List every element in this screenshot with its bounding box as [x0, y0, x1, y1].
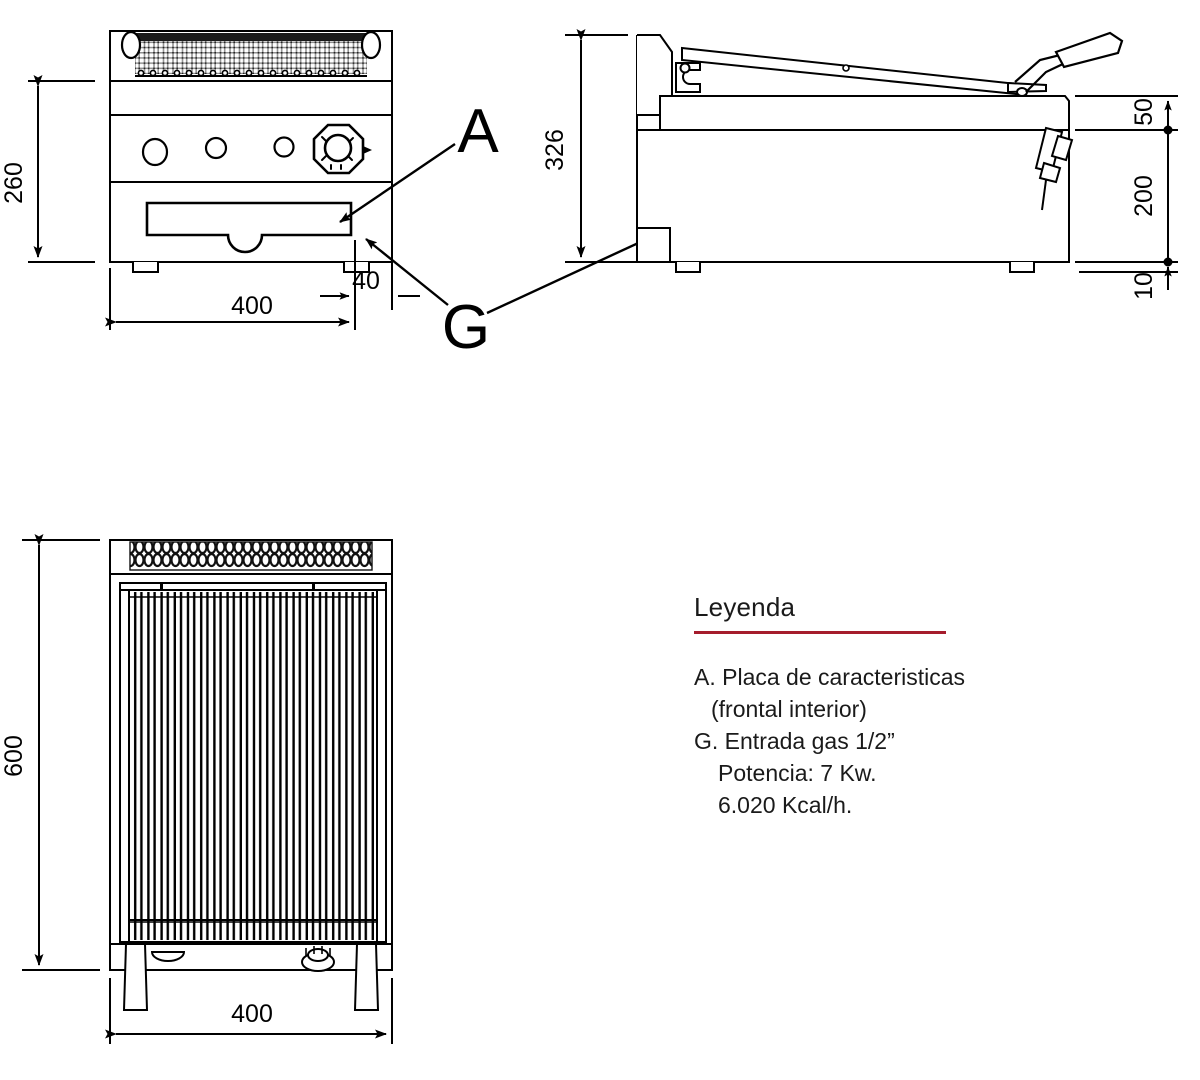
dim-label-200: 200	[1130, 175, 1158, 217]
balloon-g-label: G	[442, 293, 490, 362]
dimension-plan-depth: 600	[0, 534, 100, 971]
front-drip-tray	[145, 201, 353, 254]
dim-label-600: 600	[0, 735, 28, 777]
legend-item-g: G. Entrada gas 1/2”	[694, 728, 895, 754]
front-feet	[132, 262, 370, 273]
dimension-front-offset: 40	[320, 240, 420, 310]
dim-label-326: 326	[541, 129, 569, 171]
front-elevation-view: 260 400 40 A	[0, 30, 663, 362]
dimension-side-ordinates: 50 200 10	[1075, 95, 1178, 300]
front-control-holes	[141, 136, 295, 167]
legend-item-power: Potencia: 7 Kw.	[718, 760, 877, 786]
plan-view: 600 400	[0, 534, 393, 1044]
dimension-front-width: 400	[105, 240, 356, 330]
legend-divider	[694, 631, 946, 634]
legend-item-a: A. Placa de caracteristicas	[694, 664, 966, 690]
balloon-a: A	[339, 97, 499, 223]
dim-label-10: 10	[1130, 272, 1158, 300]
legend-item-kcal: 6.020 Kcal/h.	[718, 792, 853, 818]
dimension-front-height: 260	[0, 75, 95, 263]
side-lid-plate	[681, 46, 1047, 97]
side-hinge-detail	[675, 62, 701, 93]
dim-label-50: 50	[1130, 98, 1158, 126]
plan-burner-coil	[109, 539, 393, 575]
side-elevation-view: 326 50 200 10	[541, 29, 1178, 300]
legend-title: Leyenda	[694, 592, 796, 622]
front-grill-bars	[109, 30, 393, 82]
legend-item-a-sub: (frontal interior)	[711, 696, 867, 722]
dim-label-260: 260	[0, 162, 28, 204]
dim-label-400-plan: 400	[231, 1000, 273, 1028]
balloon-g: G	[365, 230, 663, 362]
dim-label-40: 40	[352, 267, 380, 295]
side-lid-handle[interactable]	[1014, 31, 1124, 93]
gas-inlet-fitting	[1034, 126, 1074, 211]
side-body-outline	[636, 95, 1070, 263]
plan-outlets	[150, 946, 335, 972]
side-feet	[675, 262, 1035, 273]
plan-grate	[119, 582, 387, 943]
legend-block: Leyenda A. Placa de caracteristicas (fro…	[694, 592, 994, 821]
plan-feet	[122, 943, 380, 1011]
dim-label-400-front: 400	[231, 292, 273, 320]
dimension-plan-width: 400	[105, 978, 393, 1044]
control-knob-icon[interactable]	[312, 123, 372, 175]
balloon-a-label: A	[457, 97, 499, 166]
dimension-side-height: 326	[541, 29, 652, 263]
